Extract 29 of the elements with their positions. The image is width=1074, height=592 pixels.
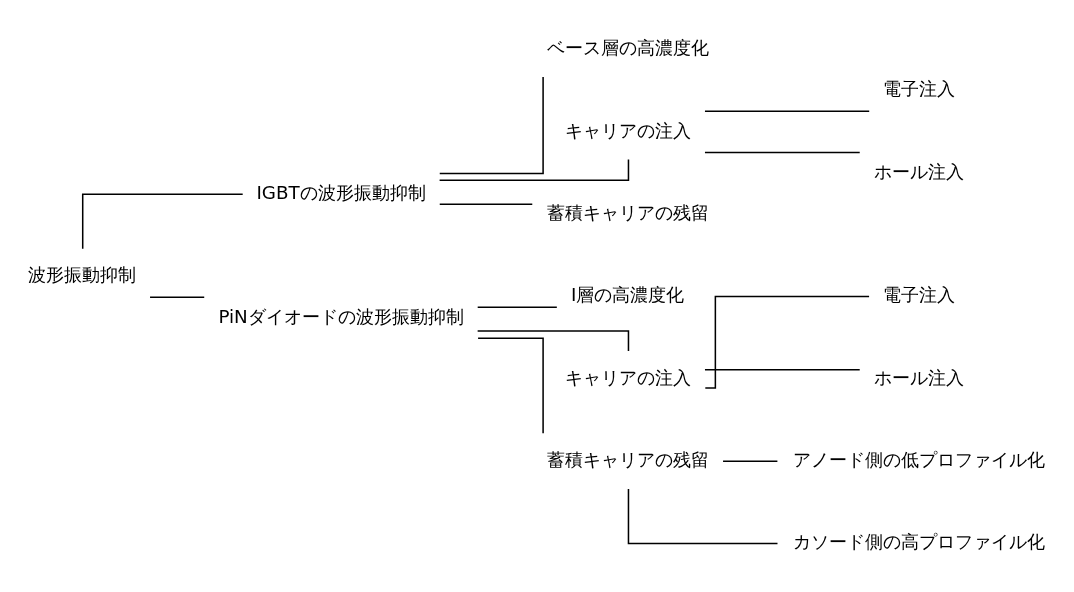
connector [438,158,630,181]
node-text: ベース層の高濃度化 [546,36,709,58]
node-text: キャリアの注入 [564,366,691,388]
connector [81,193,244,250]
node-text: I層の高濃度化 [571,283,685,305]
node-text: 蓄積キャリアの残留 [546,448,709,470]
connector [149,296,205,298]
connector [704,151,861,153]
node-text: ホール注入 [873,160,964,182]
connector [704,110,870,112]
connector [704,295,870,389]
node-text: 電子注入 [882,77,955,99]
node-text: 蓄積キャリアの残留 [546,201,709,223]
connector [476,329,630,352]
connector [476,305,558,308]
node-text: PiNダイオードの波形振動抑制 [218,305,464,327]
node-text: 波形振動抑制 [27,263,136,285]
node-text: キャリアの注入 [564,119,691,141]
connector [722,459,779,462]
node-text: カソード側の高プロファイル化 [792,530,1045,552]
node-text: ホール注入 [873,366,964,388]
connector [477,336,544,434]
node-text: アノード側の低プロファイル化 [792,448,1045,470]
node-text: 電子注入 [882,283,955,305]
connector [439,203,534,205]
connector [627,487,779,544]
connector [439,75,544,174]
connector [704,368,861,370]
node-text: IGBTの波形振動抑制 [256,181,426,203]
